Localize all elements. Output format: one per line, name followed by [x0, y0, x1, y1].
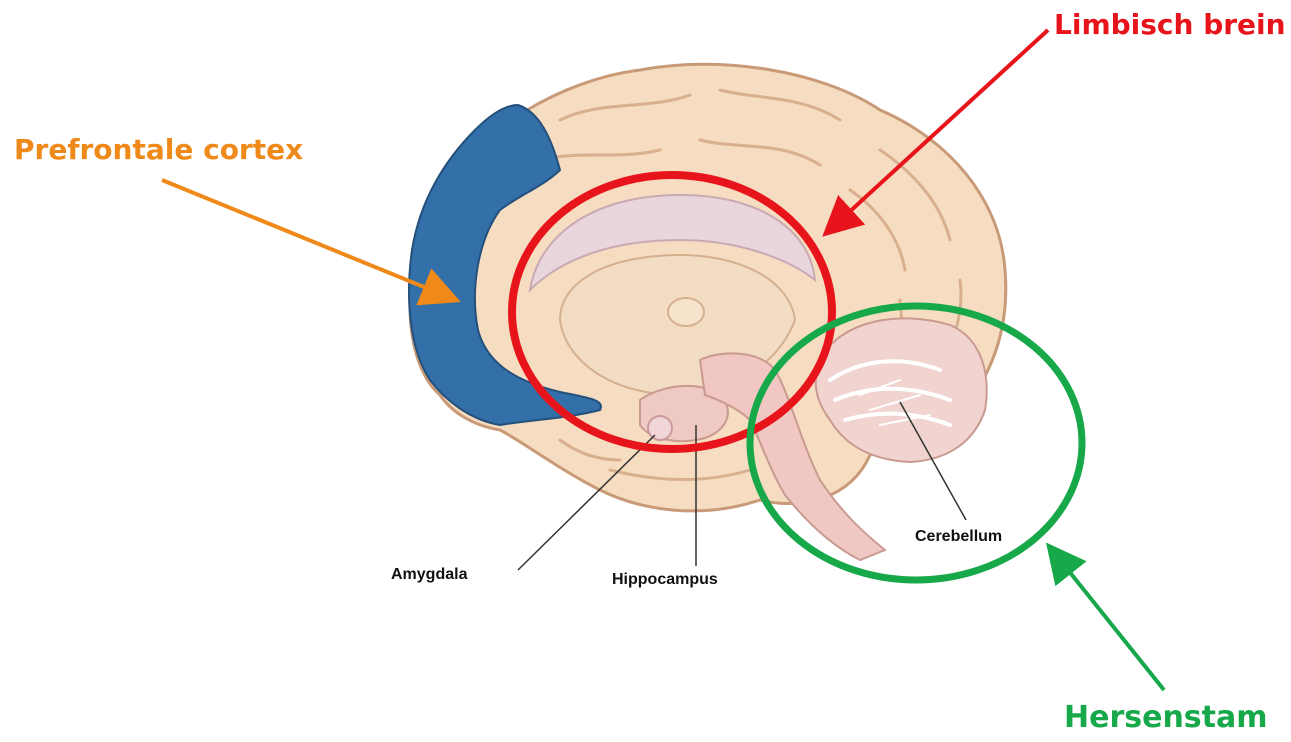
prefrontal-arrow — [162, 180, 446, 296]
amygdala-label: Amygdala — [391, 566, 467, 584]
cerebellum-label: Cerebellum — [915, 528, 1002, 546]
brainstem-arrow — [1056, 555, 1164, 690]
hippocampus-label: Hippocampus — [612, 571, 718, 589]
limbic-brain-label: Limbisch brein — [1054, 8, 1286, 41]
prefrontal-cortex-label: Prefrontale cortex — [14, 133, 303, 166]
brainstem-label: Hersenstam — [1064, 700, 1268, 735]
